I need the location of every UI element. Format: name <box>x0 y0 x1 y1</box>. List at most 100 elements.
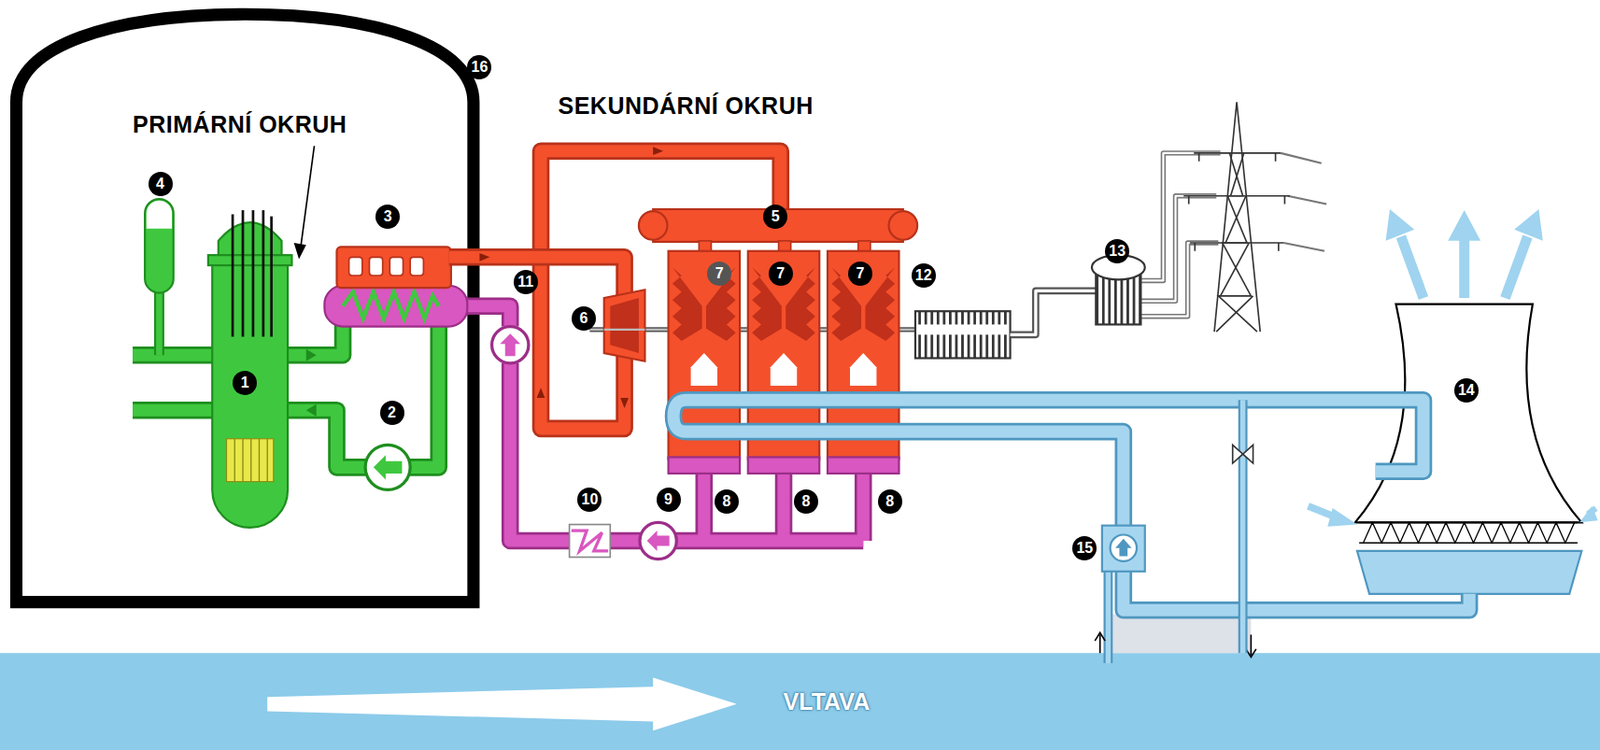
callout-number: 9 <box>656 487 681 512</box>
valve <box>1243 444 1254 464</box>
reactor-vessel <box>269 216 273 338</box>
steam-generator-feed-pump <box>499 333 521 356</box>
reactor-vessel <box>258 438 260 482</box>
high-pressure-turbine <box>604 328 646 331</box>
river-band <box>0 652 1600 750</box>
low-pressure-turbines <box>672 267 703 341</box>
steam-generator <box>342 291 439 318</box>
low-pressure-turbines <box>668 456 740 473</box>
cooling-tower <box>1357 551 1582 595</box>
pressurizer <box>144 198 174 294</box>
reactor-vessel <box>226 438 274 482</box>
primary-leader-arrow <box>294 242 307 259</box>
power-lines <box>1010 290 1097 335</box>
steam-pipes <box>540 151 781 429</box>
feedwater-pump <box>647 530 670 552</box>
steam-pipes <box>449 256 625 298</box>
cooling-water-pump <box>1110 534 1137 561</box>
primary-pipes <box>132 404 217 417</box>
pressurizer <box>144 198 174 294</box>
primary-pipes <box>155 288 163 355</box>
callout-number: 1 <box>232 370 257 396</box>
callout-number: 13 <box>1104 239 1130 264</box>
callout-number: 7 <box>768 261 793 286</box>
low-pressure-turbines <box>827 456 899 473</box>
steam-pipes <box>652 146 664 156</box>
reactor-vessel <box>234 438 268 482</box>
transformer <box>1091 254 1146 325</box>
river-connection <box>1104 571 1114 664</box>
feedwater-heater <box>571 530 609 552</box>
primary-pipes <box>132 349 217 362</box>
main-circulation-pump <box>373 454 403 480</box>
feedwater-heater <box>569 524 611 558</box>
reactor-vessel <box>252 210 255 337</box>
low-pressure-turbines <box>849 353 877 386</box>
steam-generator <box>349 256 363 276</box>
cooling-tower <box>1363 522 1575 543</box>
primary-leader-arrow <box>294 145 315 259</box>
callout-number: 15 <box>1072 536 1097 561</box>
cooling-water-pipes <box>1238 399 1248 653</box>
feedwater-pump <box>639 522 677 559</box>
primary-pipes <box>283 306 439 468</box>
steam-pipes <box>479 253 490 262</box>
reactor-vessel <box>208 254 293 266</box>
low-pressure-turbines <box>770 353 797 386</box>
vapour-arrows <box>1579 506 1599 523</box>
reactor-vessel <box>232 210 272 337</box>
callout-number: 7 <box>707 261 732 286</box>
containment-building <box>15 14 473 602</box>
valve <box>1232 444 1244 464</box>
steam-pipes <box>620 397 629 409</box>
reactor-vessel <box>241 438 243 482</box>
steam-generator-feed-pump <box>492 326 529 364</box>
vapour-arrows <box>1401 236 1424 298</box>
callout-number: 14 <box>1454 378 1479 403</box>
main-circulation-pump <box>365 444 411 490</box>
river-band <box>0 652 1600 750</box>
steam-pipes <box>537 387 546 398</box>
cooling-water-pipes <box>673 399 1424 525</box>
steam-generator <box>368 256 383 276</box>
cooling-water-pipes <box>673 399 1424 525</box>
moisture-separator-reheater <box>889 211 919 241</box>
primary-pipes <box>132 401 217 420</box>
generator <box>917 324 1008 335</box>
callout-number: 4 <box>148 171 173 197</box>
steam-generator <box>389 256 403 276</box>
vapour-arrows <box>1514 209 1544 241</box>
callout-number: 8 <box>714 489 739 514</box>
river-name: VLTAVA <box>783 688 871 716</box>
power-lines <box>1010 153 1328 335</box>
reactor-vessel <box>250 438 252 482</box>
callout-number: 7 <box>848 261 873 286</box>
steam-generator <box>337 246 452 288</box>
callout-number: 2 <box>380 400 405 425</box>
cooling-water-pipes <box>1123 571 1470 611</box>
transmission-pylon <box>1214 101 1261 332</box>
main-circulation-pump <box>365 444 411 490</box>
cooling-water-pump <box>1115 538 1132 557</box>
cooling-water-pump <box>1102 525 1146 572</box>
generator <box>915 311 1011 358</box>
circuit-label: PRIMÁRNÍ OKRUH <box>132 111 347 139</box>
low-pressure-turbines <box>748 456 820 473</box>
cooling-water-pipes <box>673 399 1470 653</box>
transmission-pylon <box>1183 153 1290 243</box>
reactor-vessel <box>234 438 236 482</box>
reactor-vessel <box>231 213 235 337</box>
callout-number: 5 <box>763 204 788 229</box>
reactor-vessel <box>208 210 293 528</box>
callout-number: 8 <box>793 489 819 514</box>
generator <box>915 311 1011 358</box>
containment-building <box>15 14 473 602</box>
callout-number: 6 <box>571 306 596 331</box>
transmission-pylon <box>1216 153 1258 332</box>
callout-number: 11 <box>513 269 539 295</box>
moisture-separator-reheater <box>638 211 668 241</box>
steam-generator-feed-pump <box>492 326 529 364</box>
feedwater-pipes <box>675 473 864 541</box>
primary-pipes <box>283 306 439 468</box>
reactor-vessel <box>212 260 288 528</box>
